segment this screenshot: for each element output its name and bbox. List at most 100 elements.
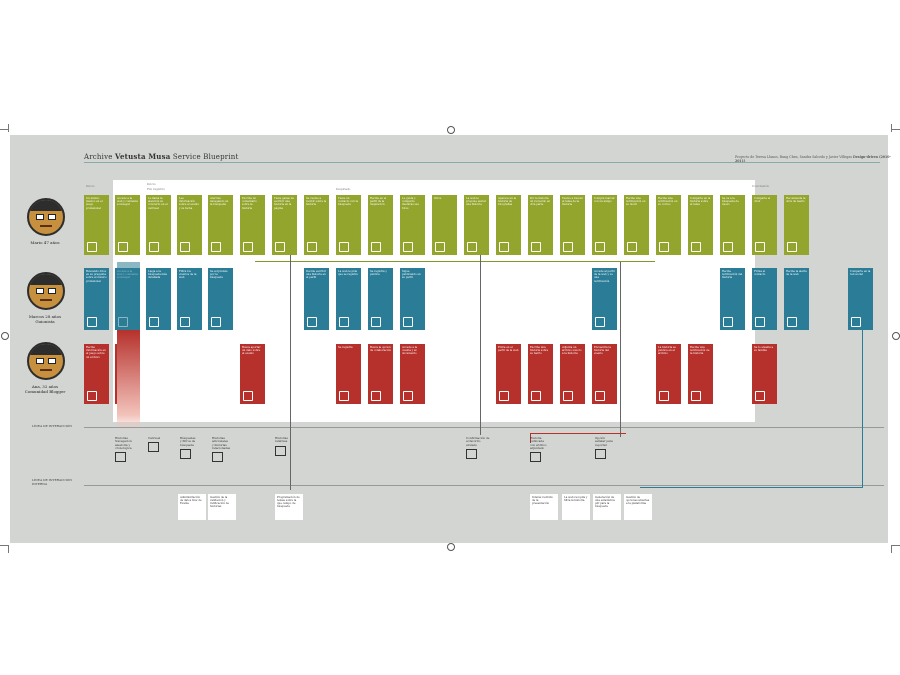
touchpoint-item[interactable]: Historias Navegación aleatoria y cronoló… xyxy=(115,436,145,463)
journey-card[interactable]: Comparte en la red social xyxy=(848,268,873,330)
touchpoint-icon xyxy=(530,452,541,463)
card-icon xyxy=(723,242,733,252)
journey-card[interactable]: La web le propone enviar una historia xyxy=(464,195,489,255)
journey-card[interactable]: Tiene ganas de escribir una historia en … xyxy=(272,195,297,255)
journey-card[interactable]: Le llama la atención su concierto en el … xyxy=(146,195,171,255)
journey-card[interactable]: Aterriza navegando en la búsqueda xyxy=(208,195,233,255)
journey-card[interactable]: Sigue publicando en su perfil xyxy=(400,268,425,330)
journey-card[interactable]: Por la historia un recuerdo en otra part… xyxy=(528,195,553,255)
credits-bold: Design-driven (2010-2011) xyxy=(735,155,891,163)
journey-card[interactable]: Recibe una notificación en su móvil xyxy=(624,195,649,255)
journey-card[interactable]: Lee información sobre el evento y su fec… xyxy=(177,195,202,255)
journey-card[interactable]: Recibe una notificación de la historia xyxy=(688,344,713,404)
credits: Proyecto de Teresa Llanos, Rung Chen, Sa… xyxy=(735,155,900,163)
touchpoint-item[interactable]: Historia publicada con archivo adjuntado xyxy=(530,436,560,463)
connector-gray xyxy=(620,262,621,437)
internal-process-box[interactable]: Gestión de la validación y ratificación … xyxy=(208,494,236,520)
journey-card[interactable]: Encuentra la historia del evento xyxy=(592,344,617,404)
journey-card[interactable]: Accede a la cuenta y al documento xyxy=(400,344,425,404)
journey-card[interactable]: Recibe información en el juego sobre un … xyxy=(84,344,109,404)
card-text: Comparte en la historia sobre el tema xyxy=(690,197,711,207)
journey-card[interactable]: Accede a la web y comienza a navegar xyxy=(115,195,140,255)
connector-red xyxy=(530,433,531,443)
journey-card[interactable]: Filtra los eventos de la web xyxy=(177,268,202,330)
journey-card[interactable]: Recomienda la obra de teatro xyxy=(784,195,809,255)
journey-card[interactable]: Escribe un comentario sobre la historia xyxy=(240,195,265,255)
persona-name: Marcos 28 años xyxy=(28,314,62,319)
touchpoint-label: Carrusel xyxy=(148,436,161,440)
journey-card[interactable]: Buscando fotos en su pregunta sobre el m… xyxy=(84,268,109,330)
persona-eye xyxy=(48,288,56,294)
internal-process-box[interactable]: Gestión de opciones abiertas a la plataf… xyxy=(624,494,652,520)
poster-title: Archive Vetusta Musa Service Blueprint xyxy=(84,152,238,161)
journey-card[interactable]: Comparte en la historia sobre el tema xyxy=(688,195,713,255)
journey-card[interactable]: Comparte el click xyxy=(752,195,777,255)
touchpoint-icon xyxy=(180,448,191,459)
journey-card[interactable]: Recibe en el perfil de la inspiración xyxy=(368,195,393,255)
touchpoint-item[interactable]: Historias relativas xyxy=(275,436,305,456)
title-rule xyxy=(84,162,880,163)
card-icon xyxy=(339,391,349,401)
crop-mark xyxy=(8,124,9,132)
card-text: Escribe un comentario sobre la historia xyxy=(242,197,257,210)
card-text: Aparece en la historia de fotografías xyxy=(498,197,517,207)
card-text: Accede a la cuenta y al documento xyxy=(402,346,418,356)
card-icon xyxy=(149,242,159,252)
touchpoint-item[interactable]: Búsquedas y filtros de búsqueda xyxy=(180,436,210,459)
journey-card[interactable]: Llega a la búsqueda más detallada xyxy=(146,268,171,330)
journey-card[interactable]: Le gusta y comparte mientras sus fotos xyxy=(400,195,425,255)
journey-card[interactable]: Vuelve a buscar el tema de la historia xyxy=(560,195,585,255)
connector-gray xyxy=(290,255,291,490)
journey-card[interactable]: Recibe notificación del historia xyxy=(720,268,745,330)
card-text: Recibe información en el juego sobre un … xyxy=(86,346,106,359)
card-icon xyxy=(659,242,669,252)
sheet-label-end: Conclusión xyxy=(752,184,769,188)
card-text: Un mismo músico en el juego profesional xyxy=(86,197,103,210)
touchpoint-item[interactable]: Confirmación de el favorito enviado xyxy=(466,436,496,459)
card-text: Escribe una historia sobre su barrio xyxy=(530,346,549,356)
journey-card[interactable]: Accede al perfil de la web y ve una noti… xyxy=(592,268,617,330)
card-icon xyxy=(211,242,221,252)
journey-card[interactable]: Busca aportar un dato sobre el evento xyxy=(240,344,265,404)
journey-card[interactable]: Decide escribir una historia en el perfi… xyxy=(304,268,329,330)
journey-card[interactable]: Otros xyxy=(432,195,457,255)
internal-process-box[interactable]: La web recopila y filtra la historia xyxy=(562,494,590,520)
card-text: Otros xyxy=(434,197,442,200)
touchpoint-item[interactable]: Opción señalar para reportar xyxy=(595,436,625,459)
journey-card[interactable]: Busca la opción de colaboración xyxy=(368,344,393,404)
internal-process-box[interactable]: Interés recibido de la presentación xyxy=(530,494,558,520)
card-text: Le gusta y comparte mientras sus fotos xyxy=(402,197,419,210)
journey-card[interactable]: Escribe una historia sobre su barrio xyxy=(528,344,553,404)
journey-card[interactable]: Se lo enseña a su familia xyxy=(752,344,777,404)
journey-card[interactable]: Se vuelve a recibir sobre la historia xyxy=(304,195,329,255)
journey-card[interactable]: Tiene un contacto con la búsqueda xyxy=(336,195,361,255)
persona-role: Comunidad Blogger xyxy=(24,389,66,394)
crop-mark xyxy=(0,545,8,546)
journey-card[interactable]: Se registra y publica xyxy=(368,268,393,330)
journey-card[interactable]: La web le pide que se registre xyxy=(336,268,361,330)
journey-card[interactable]: La historia se publica en el archivo xyxy=(656,344,681,404)
journey-card[interactable]: Se sorprende por la búsqueda xyxy=(208,268,233,330)
journey-card[interactable]: Compra marcar con un amigo xyxy=(592,195,617,255)
touchpoint-item[interactable]: Carrusel xyxy=(148,436,178,453)
card-icon xyxy=(787,242,797,252)
touchpoint-item[interactable]: Historias adicionales y historias relaci… xyxy=(212,436,242,463)
crop-mark xyxy=(892,545,900,546)
journey-card[interactable]: Se va a la búsqueda de nuevo xyxy=(720,195,745,255)
touchpoint-label: Confirmación de el favorito enviado xyxy=(466,436,490,447)
card-text: Compra marcar con un amigo xyxy=(594,197,615,204)
journey-card[interactable]: Un mismo músico en el juego profesional xyxy=(84,195,109,255)
card-text: La historia se publica en el archivo xyxy=(658,346,676,356)
journey-card[interactable]: Adjunta un archivo sonoro a la historia xyxy=(560,344,585,404)
persona-mouth xyxy=(40,369,52,371)
card-text: Recibe en el perfil de la inspiración xyxy=(370,197,387,207)
journey-card[interactable]: Entra en el perfil de la web xyxy=(496,344,521,404)
journey-card[interactable]: Recibe una notificación en su correo xyxy=(656,195,681,255)
internal-process-box[interactable]: Programación de temas sobre la que campo… xyxy=(275,494,303,520)
internal-process-box[interactable]: Administración de datos flow de Evalúe xyxy=(178,494,206,520)
journey-card[interactable]: Recibe la alerta de la web xyxy=(784,268,809,330)
internal-process-box[interactable]: Generación de una estadística pdf para l… xyxy=(593,494,621,520)
journey-card[interactable]: Firma el contacto xyxy=(752,268,777,330)
journey-card[interactable]: Aparece en la historia de fotografías xyxy=(496,195,521,255)
journey-card[interactable]: Se registra xyxy=(336,344,361,404)
